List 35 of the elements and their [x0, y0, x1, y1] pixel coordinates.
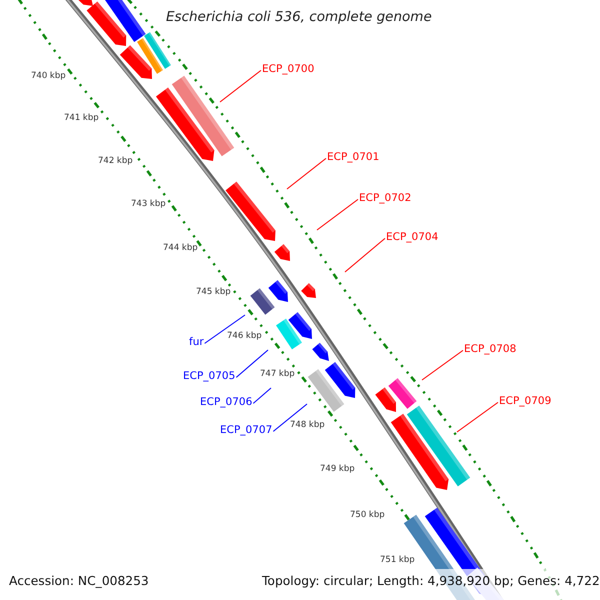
leader-line	[220, 70, 262, 102]
footer-text: Topology: circular; Length: 4,938,920 bp; Genes: 4,722	[262, 575, 600, 589]
tick-label: 744 kbp	[163, 244, 198, 254]
tick-label: 750 kbp	[350, 511, 385, 520]
leader-line	[236, 350, 268, 378]
gene-label: ECP_0702	[359, 193, 412, 205]
gene-label: ECP_0706	[200, 397, 252, 409]
gene-label: ECP_0709	[499, 396, 552, 408]
tick-label: 749 kbp	[320, 465, 355, 474]
gene-label: ECP_0701	[327, 152, 380, 164]
tick-label: 743 kbp	[131, 200, 166, 210]
tick-label: 746 kbp	[227, 332, 262, 342]
gene-label: ECP_0707	[220, 425, 272, 437]
footer-text: Accession: NC_008253	[9, 575, 149, 589]
tick-label: 745 kbp	[196, 288, 231, 298]
leader-line	[252, 388, 272, 404]
gene-label: ECP_0708	[464, 344, 516, 356]
gene-label: ECP_0704	[386, 232, 438, 244]
leader-line	[286, 158, 326, 190]
gene-label: fur	[189, 337, 204, 349]
tick-label: 740 kbp	[31, 72, 66, 82]
title: Escherichia coli 536, complete genome	[166, 10, 432, 25]
tick-label: 742 kbp	[98, 157, 133, 166]
leader-line	[422, 350, 464, 380]
tick-label: 741 kbp	[64, 114, 99, 124]
leader-line	[456, 402, 498, 432]
tick-label: 747 kbp	[260, 370, 295, 380]
leader-line	[272, 404, 308, 432]
leader-line	[344, 238, 386, 272]
leader-line	[204, 314, 246, 344]
tick-label: 748 kbp	[290, 421, 325, 430]
leader-line	[316, 198, 358, 230]
tick-label: 751 kbp	[380, 556, 415, 566]
gene-label: ECP_0700	[262, 64, 314, 76]
gene-label: ECP_0705	[183, 371, 236, 383]
